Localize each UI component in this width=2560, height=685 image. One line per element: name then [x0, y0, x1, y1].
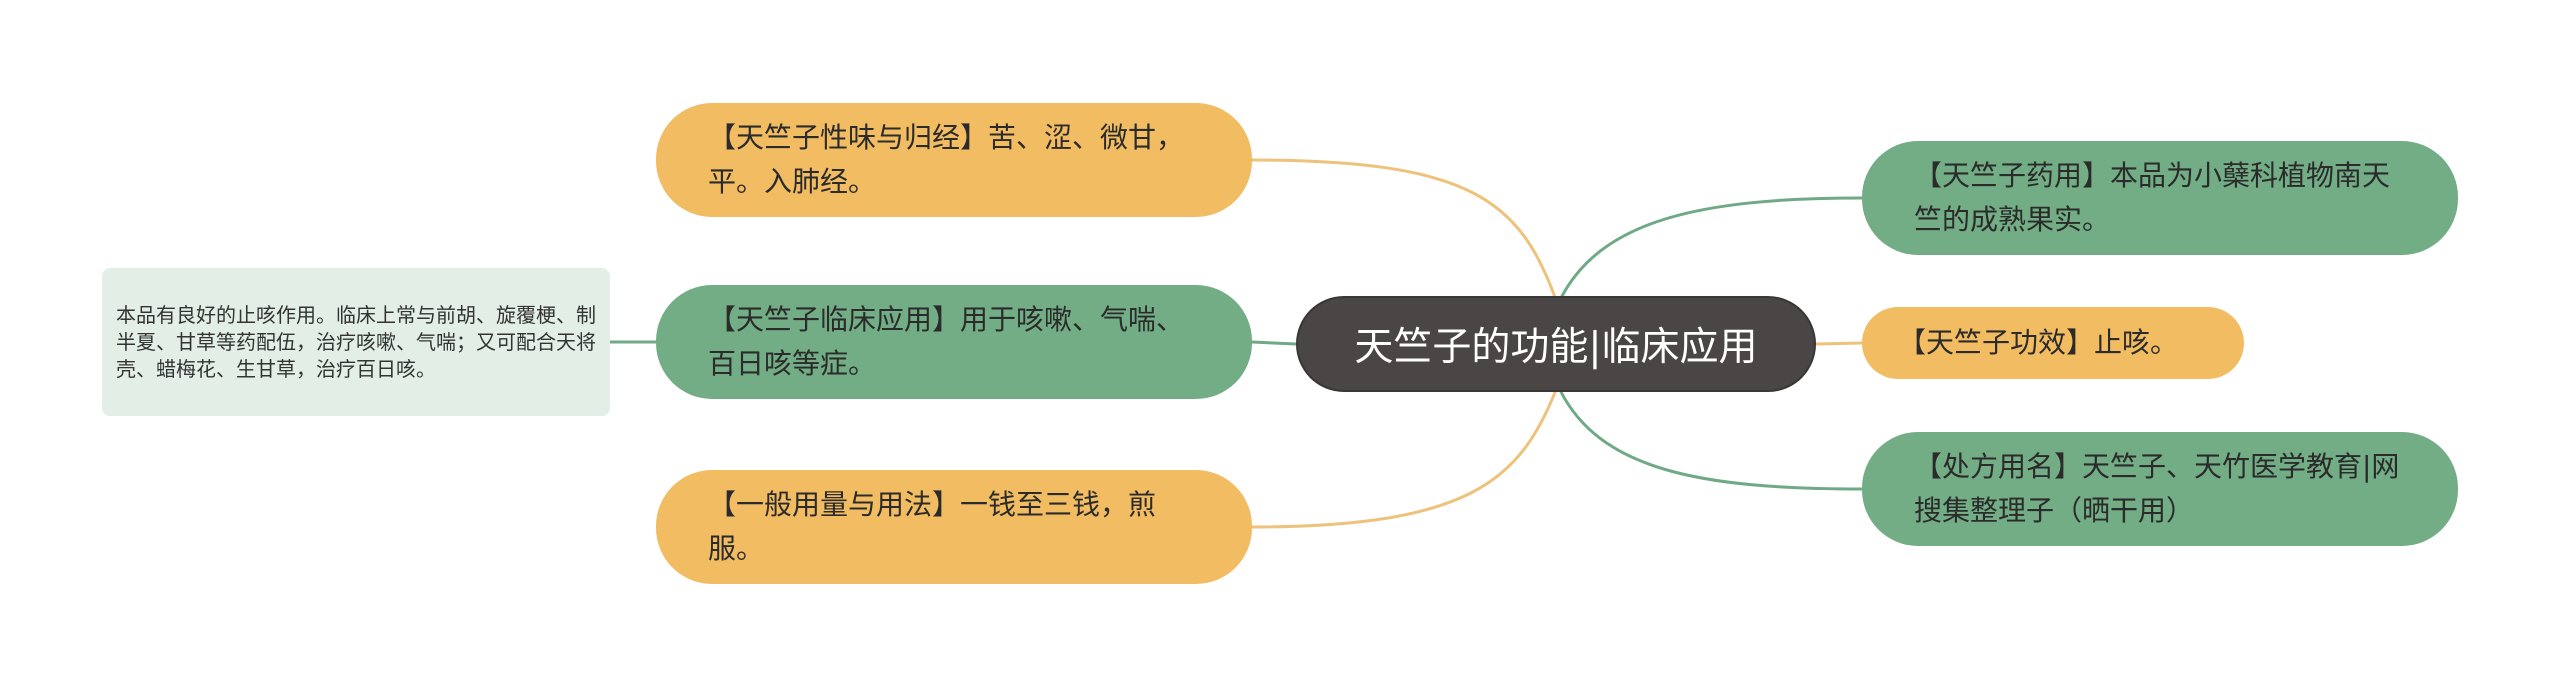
topic-linchuang-yingyong-label: 【天竺子临床应用】用于咳嗽、气喘、百日咳等症。	[708, 303, 1185, 380]
topic-chufang-yongming-label: 【处方用名】天竺子、天竹医学教育|网搜集整理子（晒干用）	[1914, 450, 2400, 527]
root-topic[interactable]: 天竺子的功能|临床应用	[1296, 296, 1816, 392]
connector-linchuang	[1251, 340, 1297, 346]
topic-xingwei-guijing[interactable]: 【天竺子性味与归经】苦、涩、微甘，平。入肺经。	[656, 103, 1252, 217]
connector-chufang	[1558, 389, 1863, 491]
topic-yaoyong-label: 【天竺子药用】本品为小蘖科植物南天竺的成熟果实。	[1914, 159, 2391, 236]
topic-gongxiao-label: 【天竺子功效】止咳。	[1898, 326, 2179, 359]
connector-yaoyong	[1558, 196, 1863, 301]
topic-xingwei-guijing-label: 【天竺子性味与归经】苦、涩、微甘，平。入肺经。	[708, 121, 1185, 198]
root-topic-label: 天竺子的功能|临床应用	[1354, 325, 1758, 370]
topic-gongxiao[interactable]: 【天竺子功效】止咳。	[1862, 307, 2244, 379]
topic-linchuang-yingyong[interactable]: 【天竺子临床应用】用于咳嗽、气喘、百日咳等症。	[656, 285, 1252, 399]
topic-yongliang-yongfa-label: 【一般用量与用法】一钱至三钱，煎服。	[708, 488, 1157, 565]
topic-yaoyong[interactable]: 【天竺子药用】本品为小蘖科植物南天竺的成熟果实。	[1862, 141, 2458, 255]
connector-gongxiao	[1815, 341, 1863, 346]
subtopic-linchuang-detail[interactable]: 本品有良好的止咳作用。临床上常与前胡、旋覆梗、制半夏、甘草等药配伍，治疗咳嗽、气…	[102, 268, 610, 416]
connector-yongliang	[1251, 389, 1558, 529]
topic-yongliang-yongfa[interactable]: 【一般用量与用法】一钱至三钱，煎服。	[656, 470, 1252, 584]
topic-chufang-yongming[interactable]: 【处方用名】天竺子、天竹医学教育|网搜集整理子（晒干用）	[1862, 432, 2458, 546]
connector-xingwei	[1251, 158, 1558, 301]
subtopic-linchuang-detail-label: 本品有良好的止咳作用。临床上常与前胡、旋覆梗、制半夏、甘草等药配伍，治疗咳嗽、气…	[116, 302, 596, 381]
